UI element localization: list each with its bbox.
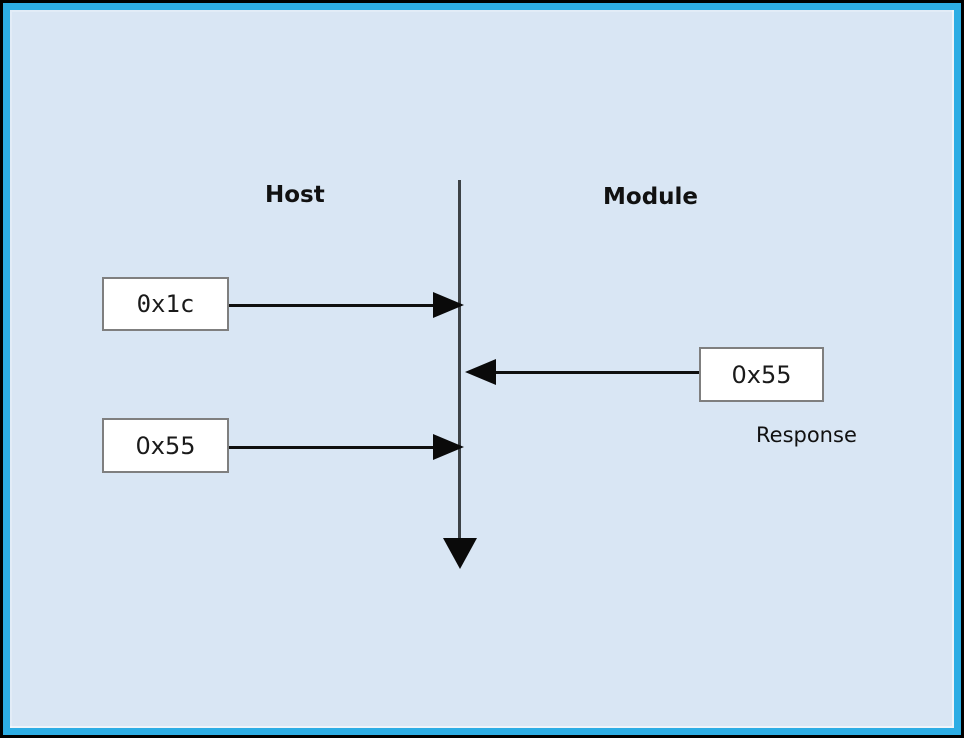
down-arrowhead-icon xyxy=(443,538,477,569)
timeline-lifeline xyxy=(458,180,461,538)
message-box-0x1c: 0x1c xyxy=(102,277,229,331)
right-arrowhead-icon xyxy=(433,292,464,318)
response-note-label: Response xyxy=(756,423,857,447)
host-lifeline-label: Host xyxy=(265,182,325,208)
message-arrow-2 xyxy=(493,371,699,374)
message-box-0x55-response: 0x55 xyxy=(699,347,824,402)
left-arrowhead-icon xyxy=(465,359,496,385)
right-arrowhead-icon xyxy=(433,434,464,460)
module-lifeline-label: Module xyxy=(603,184,699,210)
diagram-canvas: Host Module 0x1c 0x55 Response 0x55 xyxy=(10,10,954,728)
message-arrow-3 xyxy=(229,446,436,449)
message-box-0x55: 0x55 xyxy=(102,418,229,473)
message-arrow-1 xyxy=(229,304,436,307)
